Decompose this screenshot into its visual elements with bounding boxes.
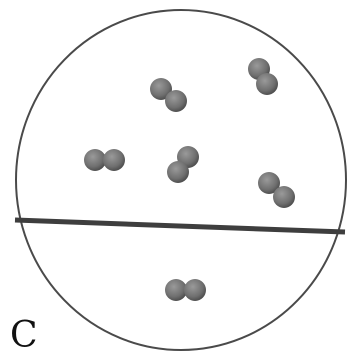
atom — [103, 149, 125, 171]
atom — [184, 279, 206, 301]
molecule-6 — [165, 279, 206, 301]
atom — [256, 73, 278, 95]
panel-label: C — [10, 318, 38, 354]
atom — [165, 90, 187, 112]
atom — [273, 186, 295, 208]
molecule-4 — [167, 146, 199, 183]
atom — [167, 161, 189, 183]
molecule-1 — [150, 78, 187, 112]
molecule-2 — [248, 58, 278, 95]
partition-line — [15, 220, 345, 232]
atom — [165, 279, 187, 301]
molecule-5 — [258, 172, 295, 208]
molecule-3 — [84, 149, 125, 171]
atom — [84, 149, 106, 171]
